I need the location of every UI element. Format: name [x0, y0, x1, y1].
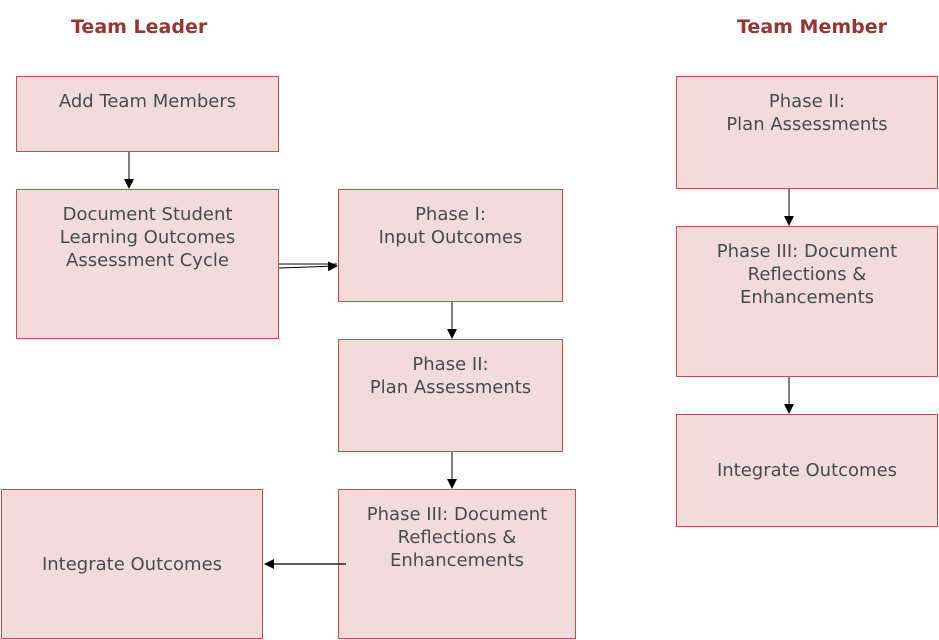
leader-phase2-box: Phase II: Plan Assessments [338, 339, 563, 452]
member-phase2-box: Phase II: Plan Assessments [676, 76, 938, 189]
member-phase3-line-3: Enhancements [739, 287, 875, 308]
member-integrate-label: Integrate Outcomes [716, 460, 898, 481]
add-team-members-label: Add Team Members [58, 91, 237, 112]
leader-phase3-line-2: Reflections & [397, 527, 517, 548]
team-leader-heading: Team Leader [71, 16, 208, 38]
leader-phase3-line-3: Enhancements [389, 550, 525, 571]
team-member-heading: Team Member [737, 16, 888, 38]
member-phase3-line-2: Reflections & [747, 264, 867, 285]
leader-phase3-box: Phase III: Document Reflections & Enhanc… [338, 489, 576, 639]
member-phase2-line-2: Plan Assessments [726, 114, 888, 135]
document-cycle-line-3: Assessment Cycle [66, 250, 229, 271]
leader-phase2-line-1: Phase II: [412, 354, 489, 375]
document-cycle-line-2: Learning Outcomes [59, 227, 236, 248]
member-phase3-line-1: Phase III: Document [716, 241, 898, 262]
add-team-members-box: Add Team Members [16, 76, 279, 152]
leader-phase2-line-2: Plan Assessments [369, 377, 532, 398]
leader-phase1-box: Phase I: Input Outcomes [338, 189, 563, 302]
member-phase3-box: Phase III: Document Reflections & Enhanc… [676, 226, 938, 377]
leader-phase1-line-1: Phase I: [415, 204, 486, 225]
leader-phase3-line-1: Phase III: Document [366, 504, 548, 525]
member-phase2-line-1: Phase II: [768, 91, 846, 112]
leader-integrate-box: Integrate Outcomes [1, 489, 263, 639]
document-cycle-line-1: Document Student [62, 204, 233, 225]
leader-integrate-label: Integrate Outcomes [41, 553, 223, 575]
member-integrate-box: Integrate Outcomes [676, 414, 938, 527]
document-cycle-box: Document Student Learning Outcomes Asses… [16, 189, 279, 339]
leader-phase1-line-2: Input Outcomes [378, 227, 523, 248]
arrow-document-to-phase1 [278, 261, 338, 272]
